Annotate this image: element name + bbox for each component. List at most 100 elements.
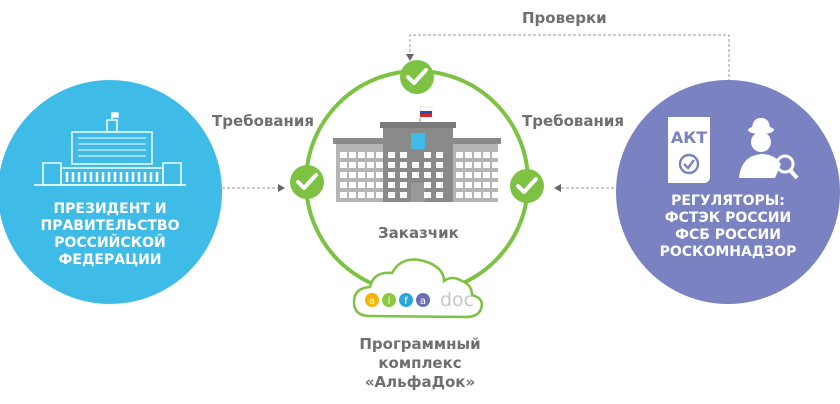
window xyxy=(358,172,365,178)
regulators-circle xyxy=(616,80,840,304)
window xyxy=(474,192,481,198)
regulators-line: ФСТЭК РОССИИ xyxy=(664,210,792,226)
window xyxy=(376,172,383,178)
window xyxy=(367,182,374,188)
window xyxy=(465,192,472,198)
window xyxy=(436,182,443,188)
window xyxy=(465,152,472,158)
logo-letter: a xyxy=(420,296,426,307)
window xyxy=(492,162,499,168)
logo-letter: a xyxy=(369,296,375,307)
window xyxy=(388,192,395,198)
window xyxy=(349,162,356,168)
window xyxy=(483,162,490,168)
window xyxy=(358,182,365,188)
window xyxy=(388,152,395,158)
government-building-icon xyxy=(34,112,186,186)
window xyxy=(456,152,463,158)
window xyxy=(400,162,407,168)
window xyxy=(456,192,463,198)
window xyxy=(456,182,463,188)
regulators-text: РЕГУЛЯТОРЫ: ФСТЭК РОССИИ ФСБ РОССИИ РОСК… xyxy=(618,193,838,261)
window xyxy=(367,192,374,198)
logo-dot xyxy=(416,293,430,307)
window xyxy=(492,172,499,178)
window xyxy=(367,162,374,168)
window xyxy=(376,152,383,158)
window xyxy=(436,162,443,168)
window xyxy=(492,192,499,198)
window xyxy=(400,152,407,158)
window xyxy=(376,192,383,198)
product-line: Программный xyxy=(359,335,481,353)
window xyxy=(367,152,374,158)
window xyxy=(456,162,463,168)
window xyxy=(492,152,499,158)
check-marker-right xyxy=(510,169,544,203)
window xyxy=(400,192,407,198)
window xyxy=(436,192,443,198)
window xyxy=(400,172,407,178)
window xyxy=(388,172,395,178)
government-text: ПРЕЗИДЕНТ И ПРАВИТЕЛЬСТВО РОССИЙСКОЙ ФЕД… xyxy=(0,201,220,269)
window xyxy=(474,172,481,178)
window xyxy=(424,152,431,158)
window xyxy=(388,162,395,168)
window xyxy=(424,192,431,198)
window xyxy=(358,152,365,158)
window xyxy=(465,172,472,178)
right-arrowhead xyxy=(554,184,561,192)
window xyxy=(358,162,365,168)
checks-label: Проверки xyxy=(522,9,607,27)
logo-dot xyxy=(382,293,396,307)
act-label: АКТ xyxy=(670,128,708,147)
logo-dot xyxy=(399,293,413,307)
government-line: РОССИЙСКОЙ xyxy=(54,235,166,251)
window xyxy=(349,152,356,158)
regulators-line: ФСБ РОССИИ xyxy=(675,227,781,243)
window xyxy=(340,182,347,188)
inspector-icon xyxy=(739,118,799,180)
government-line: ПРЕЗИДЕНТ И xyxy=(53,201,167,217)
requirements-right-label: Требования xyxy=(522,112,625,130)
window xyxy=(465,182,472,188)
window xyxy=(436,172,443,178)
check-marker-left xyxy=(290,165,324,199)
logo-letter: f xyxy=(404,296,408,307)
logo-dot xyxy=(365,293,379,307)
logo-letter: l xyxy=(388,296,391,307)
window xyxy=(465,162,472,168)
window xyxy=(412,172,419,178)
logo-suffix: doc xyxy=(440,289,475,311)
product-text: Программный комплекс «АльфаДок» xyxy=(320,335,520,392)
window xyxy=(483,172,490,178)
regulators-line: РЕГУЛЯТОРЫ: xyxy=(671,193,785,209)
window xyxy=(358,192,365,198)
window xyxy=(412,162,419,168)
window xyxy=(424,172,431,178)
window xyxy=(376,162,383,168)
left-arrowhead xyxy=(278,184,285,192)
window xyxy=(340,162,347,168)
window xyxy=(340,192,347,198)
government-line: ФЕДЕРАЦИИ xyxy=(58,252,162,268)
window xyxy=(349,172,356,178)
window xyxy=(376,182,383,188)
window xyxy=(474,152,481,158)
window xyxy=(483,182,490,188)
window xyxy=(424,162,431,168)
check-marker-top xyxy=(400,60,434,94)
window xyxy=(349,192,356,198)
government-circle xyxy=(0,80,222,304)
window xyxy=(492,182,499,188)
window xyxy=(456,172,463,178)
requirements-left-label: Требования xyxy=(212,112,315,130)
window xyxy=(483,192,490,198)
checks-arrowhead xyxy=(406,54,414,61)
window xyxy=(474,182,481,188)
window xyxy=(388,182,395,188)
window xyxy=(400,182,407,188)
window xyxy=(349,182,356,188)
building-windows xyxy=(340,152,499,198)
